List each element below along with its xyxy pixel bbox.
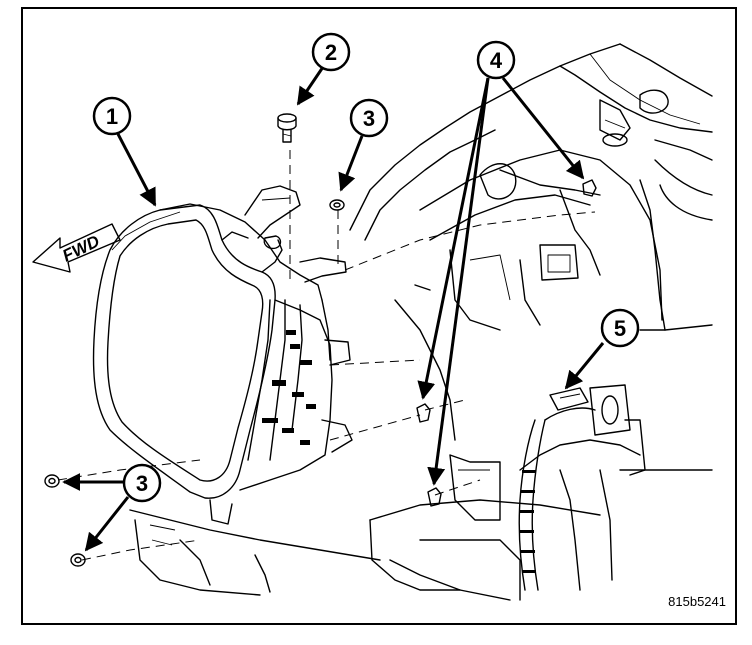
screw-icon: [70, 553, 86, 567]
callout-1-label: 1: [106, 104, 118, 129]
clip-icon: [582, 179, 597, 197]
callout-2: 2: [311, 32, 351, 72]
screw-icon: [44, 474, 60, 488]
screw-icon: [277, 113, 297, 143]
callout-4: 4: [476, 40, 516, 80]
callout-2-label: 2: [325, 40, 337, 65]
callout-5: 5: [600, 308, 640, 348]
callout-3-upper: 3: [349, 98, 389, 138]
callout-4-label: 4: [490, 48, 503, 73]
clip-icon: [416, 403, 431, 423]
figure-id: 815b5241: [668, 594, 726, 609]
fasteners: [44, 113, 597, 567]
vehicle-body-structure: [129, 43, 713, 601]
nut-icon: [329, 199, 345, 211]
headlamp-assembly: [92, 185, 353, 525]
callout-1: 1: [92, 96, 132, 136]
callout-3-upper-label: 3: [363, 106, 375, 131]
callout-5-label: 5: [614, 316, 626, 341]
clip-icon: [427, 487, 442, 507]
leader-lines: [62, 66, 605, 552]
callout-3-lower: 3: [122, 463, 162, 503]
callout-3-lower-label: 3: [136, 471, 148, 496]
